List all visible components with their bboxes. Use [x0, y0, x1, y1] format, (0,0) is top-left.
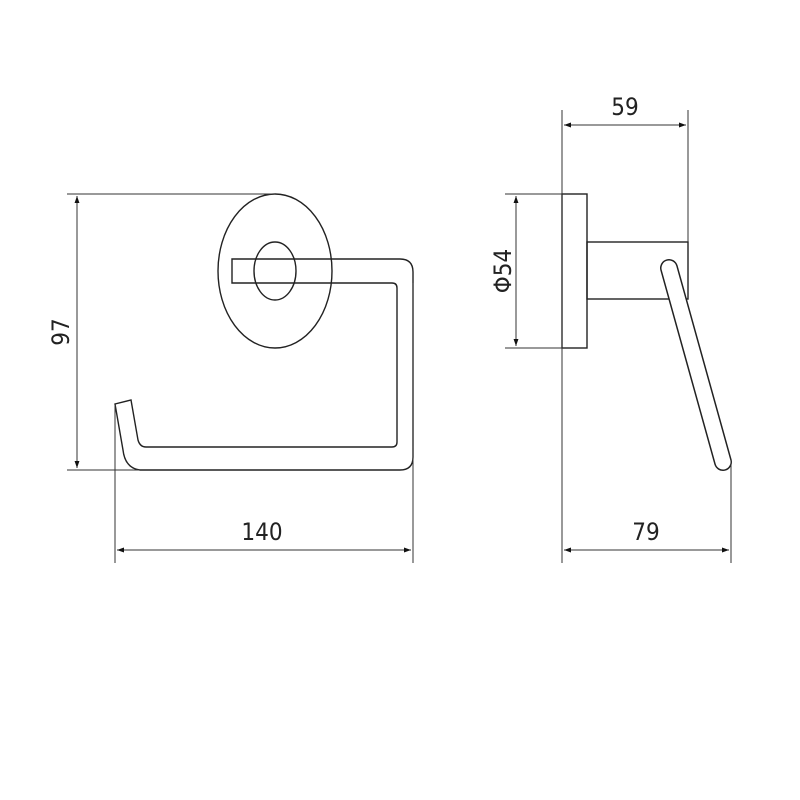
- side-view: [561, 193, 732, 471]
- holder-arm: [114, 258, 414, 471]
- wall-plate-disc: [217, 193, 333, 349]
- width-label: 140: [241, 518, 282, 546]
- height-label: 97: [47, 318, 75, 345]
- diameter-label: Φ54: [489, 249, 517, 293]
- dimension-depth: 79: [564, 460, 732, 563]
- depth-label: 79: [632, 518, 659, 546]
- dimension-height: 97: [47, 193, 275, 471]
- dimension-width: 140: [114, 283, 414, 563]
- dimension-diameter: Φ54: [489, 193, 562, 349]
- dimension-projection: 59: [561, 93, 689, 563]
- hub-circle: [253, 241, 297, 301]
- side-stem: [586, 241, 689, 300]
- front-view: [114, 193, 414, 471]
- projection-label: 59: [611, 93, 638, 121]
- side-wall-plate: [561, 193, 588, 349]
